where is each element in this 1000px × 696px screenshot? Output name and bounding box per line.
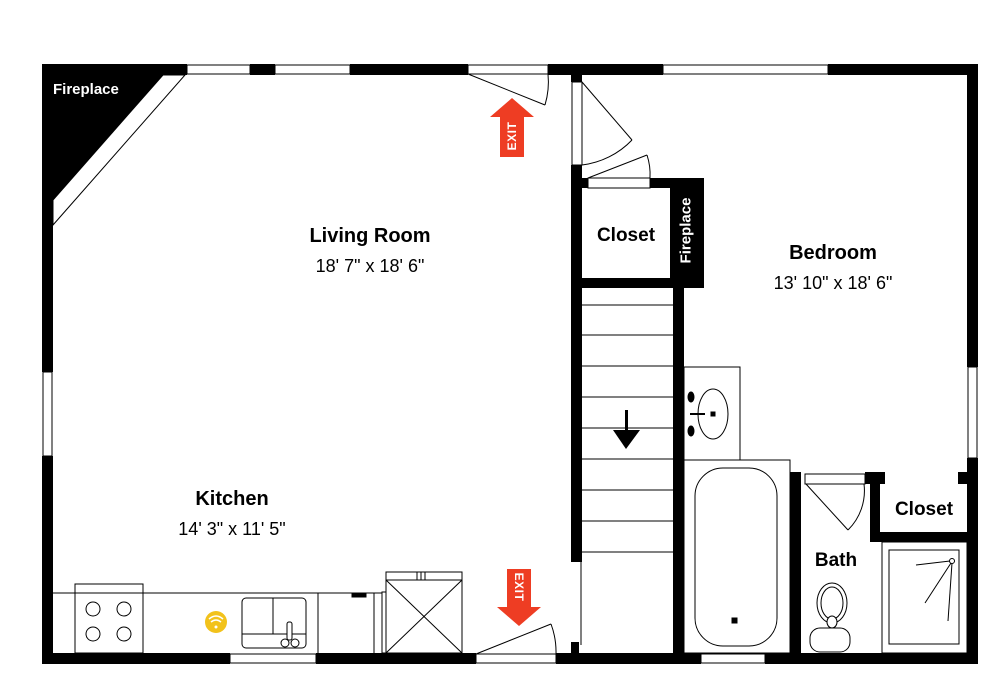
room-dimensions: 18' 7" x 18' 6"	[315, 256, 425, 276]
exit-label-bottom: EXIT	[512, 572, 526, 602]
room-closet-hall: Closet	[596, 225, 656, 246]
entry-door-bottom	[475, 623, 557, 664]
bedroom-door	[571, 81, 633, 166]
stair-arrow-down-icon	[613, 410, 640, 449]
fireplace-corner	[52, 74, 187, 227]
refrigerator	[385, 571, 463, 654]
windows	[42, 64, 978, 664]
outer-walls	[42, 64, 978, 664]
room-dimensions: 14' 3" x 11' 5"	[178, 519, 286, 539]
stove	[74, 583, 144, 654]
room-kitchen: Kitchen 14' 3" x 11' 5"	[152, 488, 312, 540]
bathtub	[683, 459, 791, 654]
toilet	[809, 582, 851, 653]
closet-door	[587, 154, 651, 189]
room-living-room: Living Room 18' 7" x 18' 6"	[290, 225, 450, 277]
shower	[881, 541, 968, 654]
room-name: Kitchen	[195, 488, 269, 510]
room-dimensions: 13' 10" x 18' 6"	[773, 273, 893, 293]
entry-door-top	[467, 64, 549, 106]
kitchen-sink	[241, 597, 307, 649]
interior-walls	[571, 75, 978, 653]
exit-label-top: EXIT	[505, 121, 519, 151]
bath-door	[804, 473, 866, 531]
room-name: Bedroom	[789, 242, 877, 264]
staircase	[580, 288, 673, 653]
room-closet-bedroom: Closet	[894, 499, 954, 520]
exit-arrow-up-icon	[490, 98, 534, 157]
exit-arrow-down-icon	[497, 569, 541, 626]
room-bath: Bath	[814, 550, 858, 571]
wifi-sensor-icon	[205, 611, 227, 633]
fireplace-center-label: Fireplace	[677, 197, 695, 264]
fireplace-label: Fireplace	[53, 81, 119, 98]
room-bedroom: Bedroom 13' 10" x 18' 6"	[753, 242, 913, 294]
bathroom-sink	[683, 366, 741, 461]
room-name: Living Room	[309, 225, 431, 247]
